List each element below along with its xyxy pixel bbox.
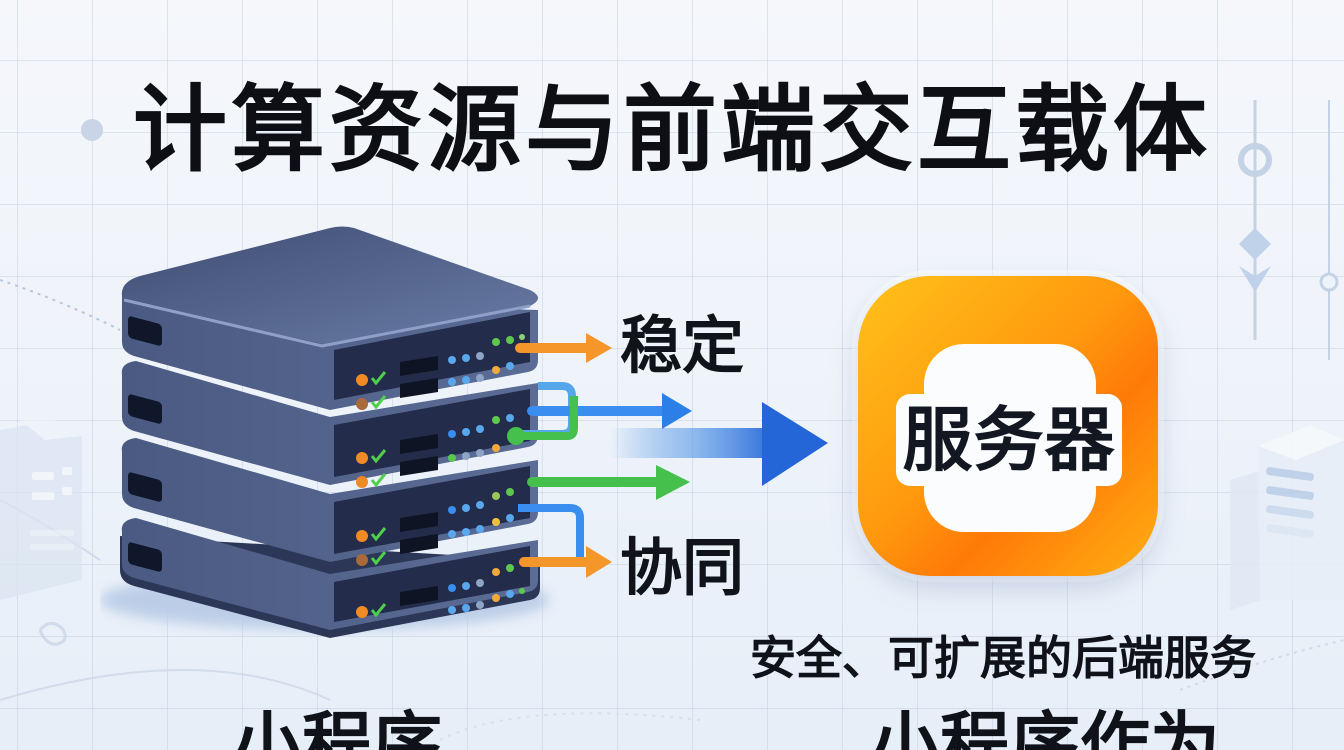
blue-elbow-connector: [518, 504, 584, 558]
ring-node-icon: [1238, 143, 1272, 177]
server-unit-4: [120, 518, 540, 638]
faded-building-left-icon: [0, 420, 82, 646]
page-title: 计算资源与前端交互载体: [132, 76, 1211, 185]
orange-arrow-icon: [515, 333, 612, 363]
green-loop-connector: [520, 396, 578, 440]
blue-arrow-icon: [527, 393, 692, 429]
label-stable: 稳定: [620, 309, 745, 382]
server-unit-2: [121, 361, 539, 485]
caption-left: 小程序: [232, 704, 442, 750]
orange-arrow-icon: [519, 546, 612, 578]
label-collaborative: 协同: [620, 531, 745, 604]
subtitle: 安全、可扩展的后端服务: [750, 631, 1256, 685]
down-arrow-icon: [1239, 266, 1271, 292]
server-rack-icon: [100, 226, 550, 638]
server-app-icon: 服务器: [858, 276, 1158, 576]
app-icon-label: 服务器: [896, 394, 1122, 486]
front-panel-indicators: [356, 334, 525, 618]
node-dot-icon: [81, 119, 103, 141]
green-arrow-icon: [527, 465, 690, 500]
caption-right: 小程序作为: [870, 704, 1220, 750]
diamond-node-icon: [1239, 228, 1271, 260]
large-blue-arrow-icon: [610, 402, 828, 486]
faded-building-right-icon: [1230, 425, 1344, 610]
